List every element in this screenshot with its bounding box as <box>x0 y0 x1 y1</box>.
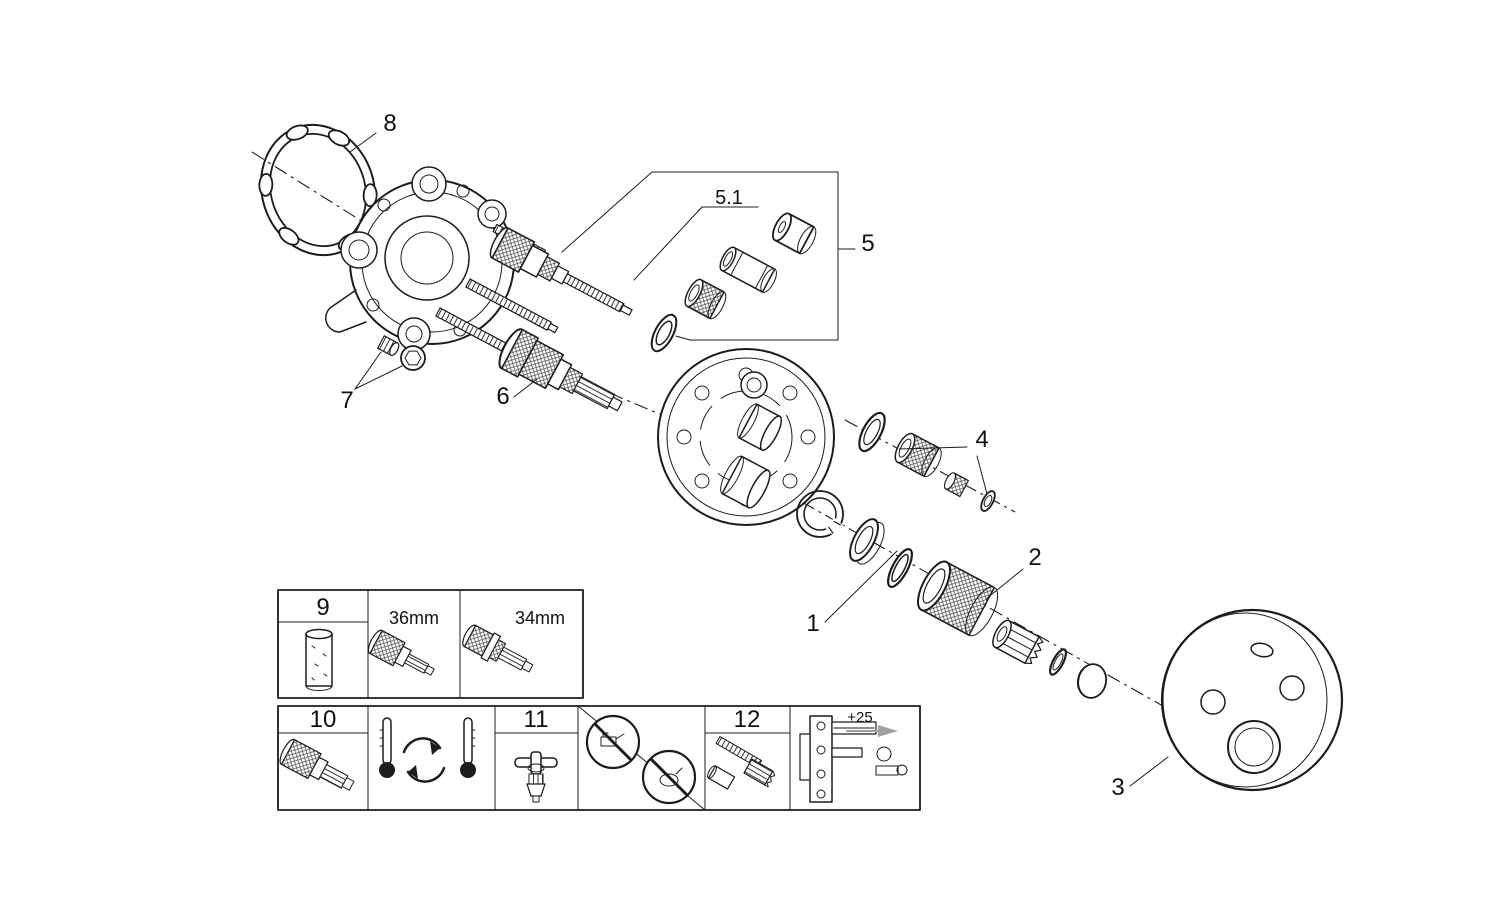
inset-box-row: 10 11 12 <box>277 705 921 811</box>
cartridge-part-6 <box>498 328 623 412</box>
stop-ring <box>849 518 885 565</box>
small-washer <box>980 490 996 512</box>
extension-sleeve <box>719 246 777 293</box>
union-ring <box>650 313 678 353</box>
cap-disc <box>1076 663 1108 699</box>
thermostat-cartridge <box>489 226 633 316</box>
cross-handle-valve-icon <box>514 751 558 803</box>
spacer-cylinder-icon <box>305 628 333 691</box>
prohibition-symbols <box>577 705 706 811</box>
small-bushing <box>943 472 969 498</box>
o-ring-large <box>858 411 886 453</box>
sleeve-set-parts-1-2 <box>796 490 1108 699</box>
screw-plugs-part-7 <box>377 335 426 371</box>
cartridge-34mm-icon <box>462 624 534 673</box>
snap-ring <box>796 490 846 538</box>
thermometer-right-icon <box>460 717 476 778</box>
callout-8-label: 8 <box>383 110 396 137</box>
bracket-extension-drawing: +25 <box>799 709 908 803</box>
box9-size-left: 36mm <box>389 608 439 628</box>
seal-kit-part-4 <box>858 411 996 512</box>
o-ring <box>887 548 913 588</box>
leader-lines <box>349 132 1169 787</box>
thermometer-left-icon <box>379 717 395 778</box>
box10-number: 10 <box>310 706 337 733</box>
callout-4-label: 4 <box>975 426 988 453</box>
box9-size-right: 34mm <box>515 608 565 628</box>
cartridge-36mm-icon <box>367 629 435 676</box>
gray-arrow-icon <box>878 725 898 737</box>
box9-number: 9 <box>316 594 329 621</box>
temperature-flush-icon <box>379 717 476 783</box>
callout-5-bracket <box>561 171 856 341</box>
cartridge-10-icon <box>279 738 355 791</box>
knurled-cap <box>894 432 942 478</box>
splined-pin-icon <box>743 758 776 788</box>
callout-5-label: 5 <box>861 230 874 257</box>
cycle-arrows-icon <box>402 737 446 783</box>
dimension-plus-25: +25 <box>847 709 872 726</box>
callout-2-label: 2 <box>1028 544 1041 571</box>
extension-pins-icons <box>707 736 776 790</box>
mounting-plate <box>657 348 835 526</box>
inset-box-9: 9 36mm 34mm <box>277 589 584 699</box>
callout-7-label: 7 <box>340 387 353 414</box>
cap-sleeve <box>772 212 817 255</box>
knurled-nut <box>684 278 727 320</box>
callout-3-label: 3 <box>1111 774 1124 801</box>
pin-sleeve-icon <box>707 765 736 790</box>
callout-6-label: 6 <box>496 383 509 410</box>
callout-5-1-label: 5.1 <box>715 187 743 209</box>
callout-labels: 8 7 6 5 5.1 4 2 1 3 <box>340 110 1124 801</box>
box11-number: 11 <box>524 706 549 733</box>
callout-1-label: 1 <box>806 610 819 637</box>
valve-body <box>325 166 515 351</box>
box12-number: 12 <box>734 706 761 733</box>
knurled-sleeve <box>917 560 999 637</box>
no-grease-icon <box>585 714 641 770</box>
no-oil-icon <box>641 749 697 805</box>
o-ring-small <box>1048 648 1068 676</box>
cover-plate-part-3 <box>1160 608 1344 792</box>
extension-set-part-5 <box>650 212 817 353</box>
splined-adapter <box>992 619 1044 664</box>
